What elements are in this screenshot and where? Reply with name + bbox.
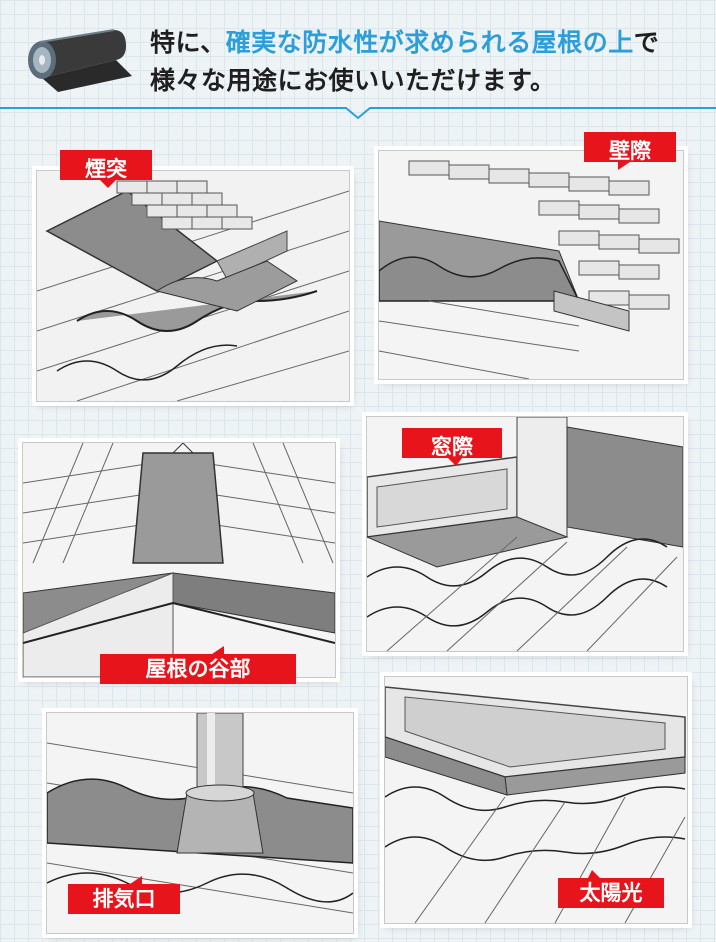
label-wall: 壁際: [584, 132, 676, 170]
membrane-roll-icon: [28, 29, 132, 92]
label-valley: 屋根の谷部: [100, 646, 296, 684]
headline-prefix: 特に、: [150, 28, 226, 57]
valley-illustration: [23, 443, 335, 677]
header-divider: [0, 107, 716, 120]
panel-vent: [46, 712, 354, 934]
headline-suffix: で: [633, 28, 660, 57]
header: 特に、確実な防水性が求められる屋根の上で 様々な用途にお使いいただけます。: [0, 0, 716, 120]
label-vent-text: 排気口: [92, 887, 156, 911]
label-valley-text: 屋根の谷部: [145, 657, 251, 681]
label-chimney: 煙突: [60, 150, 152, 188]
label-wall-text: 壁際: [609, 139, 651, 163]
label-solar: 太陽光: [558, 870, 664, 908]
label-window-text: 窓際: [431, 435, 473, 459]
wall-illustration: [379, 151, 683, 379]
label-solar-text: 太陽光: [579, 881, 643, 905]
headline: 特に、確実な防水性が求められる屋根の上で 様々な用途にお使いいただけます。: [150, 24, 710, 100]
window-illustration: [367, 417, 683, 651]
headline-highlight: 確実な防水性が求められる屋根の上: [225, 28, 634, 57]
label-window: 窓際: [402, 428, 502, 466]
panel-solar: [384, 676, 688, 924]
panel-chimney: [36, 170, 350, 402]
headline-line-2: 様々な用途にお使いいただけます。: [150, 66, 556, 95]
headline-line-1: 特に、確実な防水性が求められる屋根の上で: [150, 24, 710, 62]
label-chimney-text: 煙突: [85, 157, 127, 181]
panel-wall: [378, 150, 684, 380]
label-vent: 排気口: [68, 876, 180, 914]
chimney-illustration: [37, 171, 349, 401]
panel-valley: [22, 442, 336, 678]
